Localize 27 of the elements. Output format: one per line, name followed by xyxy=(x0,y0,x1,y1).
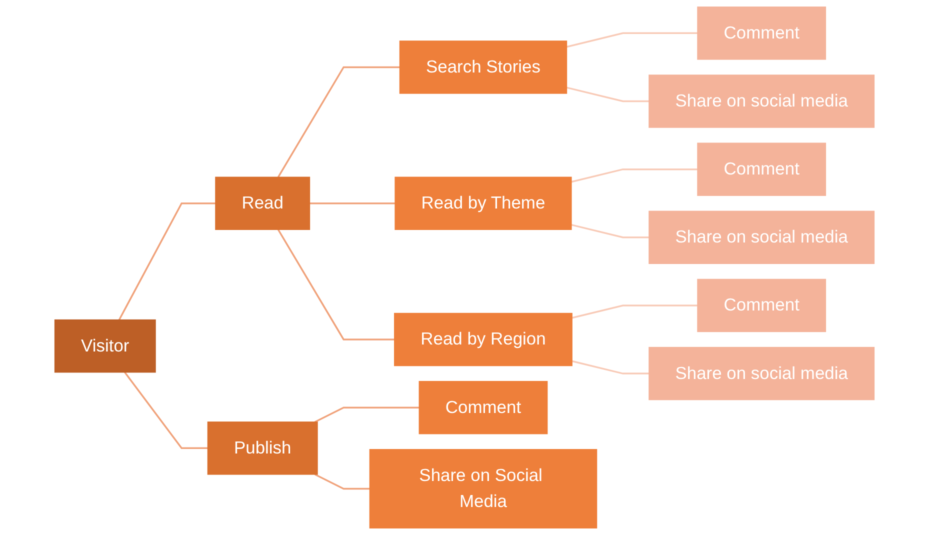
connector xyxy=(572,360,650,374)
connector xyxy=(566,86,650,102)
connector xyxy=(277,229,394,340)
connector xyxy=(571,168,698,183)
connector xyxy=(277,66,400,178)
connector xyxy=(314,474,370,490)
connector xyxy=(118,202,216,320)
node-box: Comment xyxy=(697,6,826,60)
node-box: Read xyxy=(215,176,310,230)
node-box: Read by Region xyxy=(394,312,572,366)
connector xyxy=(314,406,420,423)
connector xyxy=(571,224,650,238)
node-box: Read by Theme xyxy=(394,176,572,230)
node-box: Share on Social Media xyxy=(369,449,598,528)
connector xyxy=(124,372,208,450)
connector xyxy=(566,32,698,48)
node-box: Search Stories xyxy=(399,40,568,94)
node-box: Publish xyxy=(207,422,318,475)
node-box: Visitor xyxy=(54,319,156,373)
connector xyxy=(572,304,698,319)
node-box: Comment xyxy=(418,380,548,434)
connector xyxy=(310,202,396,204)
node-box: Share on social media xyxy=(648,74,875,128)
node-box: Share on social media xyxy=(648,346,875,400)
node-box: Comment xyxy=(697,278,826,332)
node-box: Share on social media xyxy=(648,210,875,264)
node-box: Comment xyxy=(697,142,826,196)
